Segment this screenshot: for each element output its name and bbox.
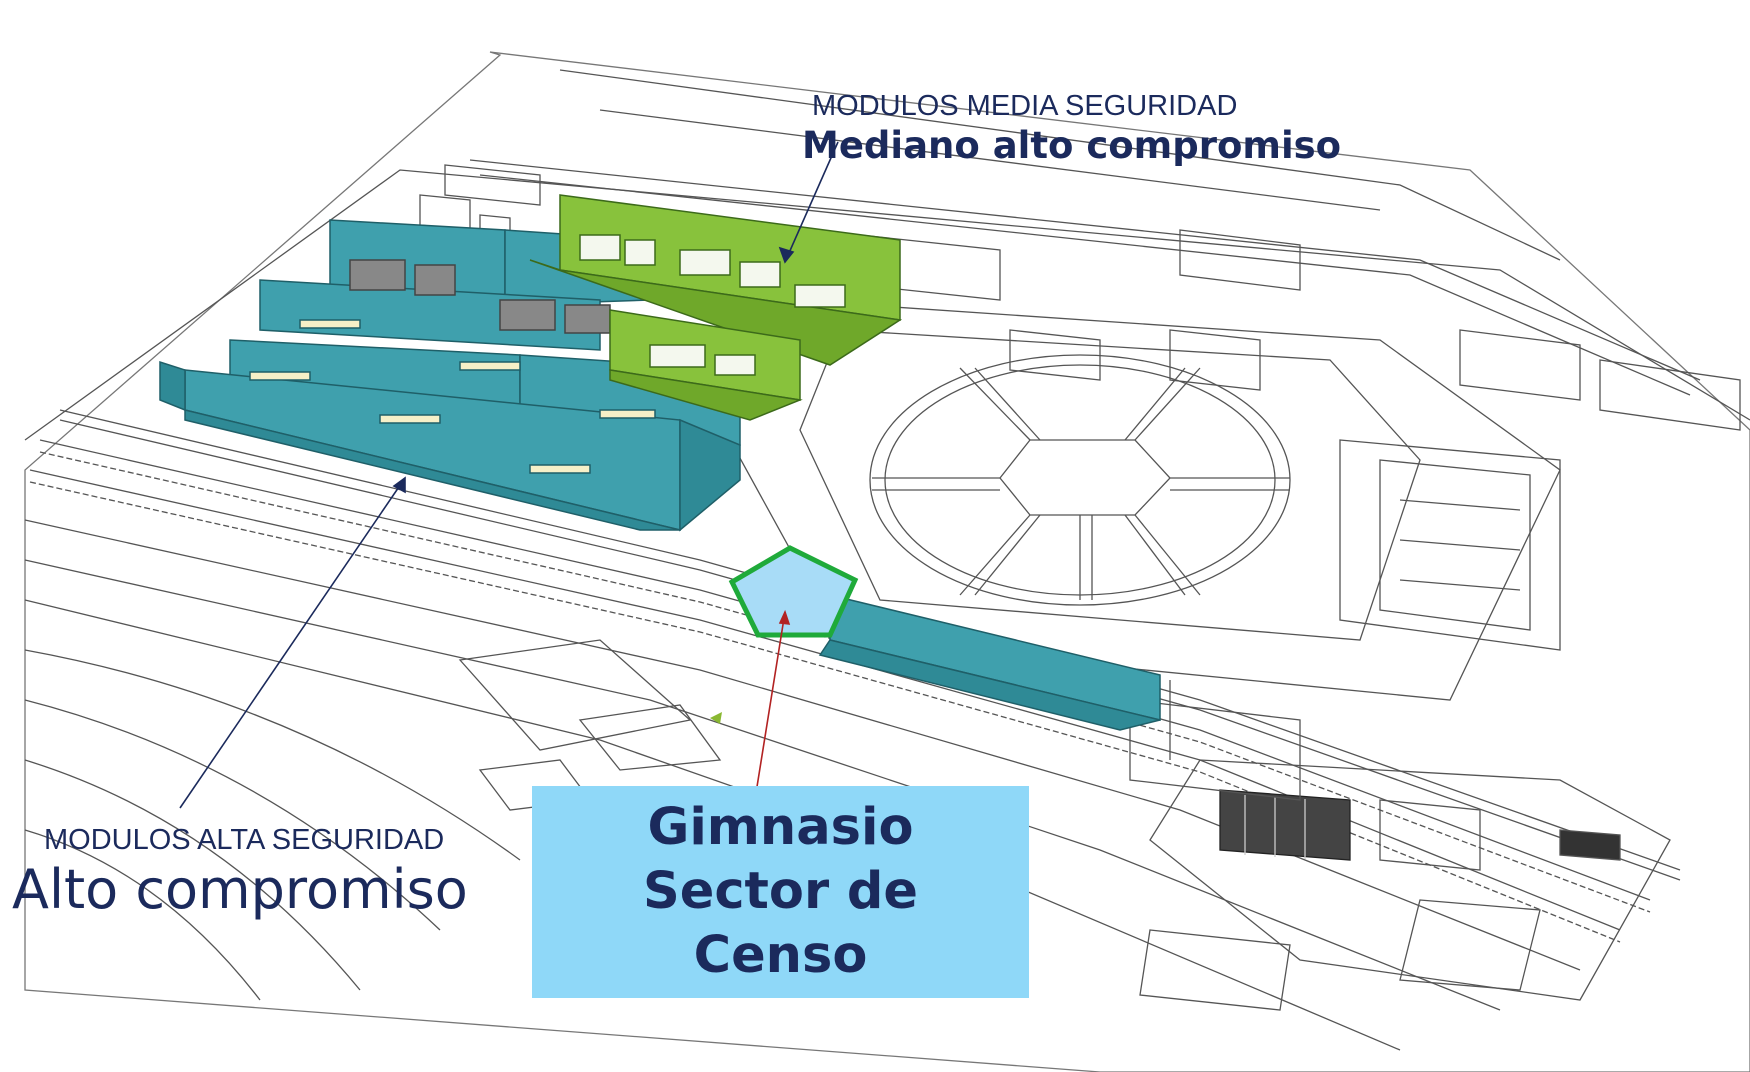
gym-label-line-3: Censo <box>693 926 868 985</box>
alta-seguridad-title: MODULOS ALTA SEGURIDAD <box>44 824 445 856</box>
corridor-module <box>818 594 1161 731</box>
pointer-lines <box>179 141 839 809</box>
alta-seguridad-subtitle: Alto compromiso <box>12 858 468 921</box>
media-seguridad-subtitle: Mediano alto compromiso <box>802 124 1342 167</box>
media-seguridad-modules <box>529 194 903 421</box>
gym-label-line-1: Gimnasio <box>647 798 914 857</box>
small-green-marker <box>710 712 722 724</box>
gym-label-box: Gimnasio Sector de Censo <box>532 786 1029 998</box>
gym-pentagon <box>728 545 859 638</box>
base-plan-linework <box>24 51 1750 1072</box>
media-seguridad-title: MODULOS MEDIA SEGURIDAD <box>812 90 1238 122</box>
gym-label-line-2: Sector de <box>643 862 918 921</box>
alta-seguridad-modules <box>159 219 741 532</box>
